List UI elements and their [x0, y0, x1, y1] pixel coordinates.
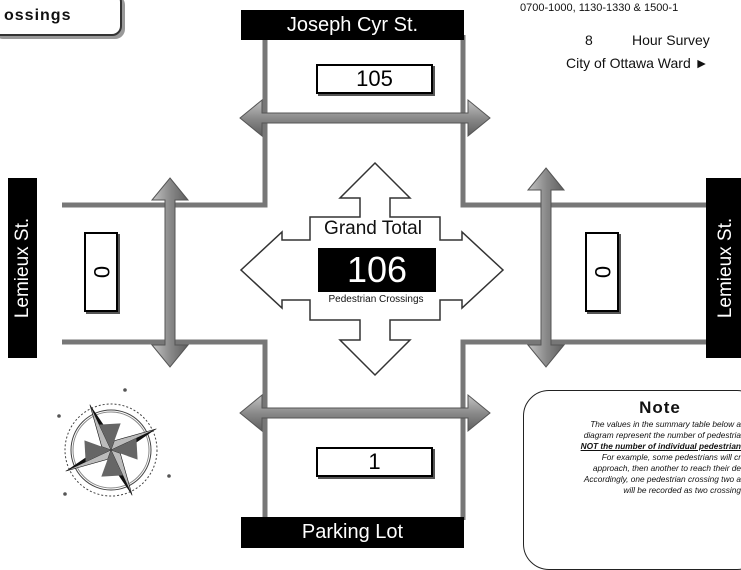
note-line: diagram represent the number of pedestri… — [530, 430, 741, 441]
ward-label: City of Ottawa Ward ► — [566, 55, 708, 71]
note-line: NOT the number of individual pedestrian — [530, 441, 741, 452]
note-line: will be recorded as two crossing — [530, 485, 741, 496]
street-label-west-text: Lemieux St. — [12, 218, 34, 318]
note-text: The values in the summary table below a … — [530, 419, 741, 496]
crossing-arrow-north — [240, 100, 490, 136]
legend-tab: ossings — [0, 0, 122, 36]
note-line: The values in the summary table below a — [530, 419, 741, 430]
survey-hours-label: Hour Survey — [632, 32, 710, 48]
road-edge-nw — [62, 35, 265, 205]
road-edge-sw — [62, 342, 265, 520]
note-line: approach, then another to reach their de — [530, 463, 741, 474]
compass-rose-icon — [45, 384, 178, 517]
crossing-count-south: 1 — [316, 447, 433, 477]
crossing-arrow-south — [240, 395, 490, 431]
grand-total-value: 106 — [318, 248, 436, 292]
crossing-count-west: 0 — [84, 232, 118, 312]
note-title: Note — [560, 398, 741, 418]
grand-total-title: Grand Total — [313, 218, 433, 240]
legend-tab-label: ossings — [4, 7, 71, 25]
street-label-east: Lemieux St. — [706, 178, 741, 358]
note-line: Accordingly, one pedestrian crossing two… — [530, 474, 741, 485]
crossing-count-west-value: 0 — [88, 266, 114, 278]
grand-total-subtitle: Pedestrian Crossings — [306, 294, 446, 305]
street-label-south: Parking Lot — [241, 517, 464, 548]
survey-hours-count: 8 — [585, 32, 593, 48]
note-line: For example, some pedestrians will cr — [530, 452, 741, 463]
street-label-north: Joseph Cyr St. — [241, 10, 464, 40]
survey-hours-range: 0700-1000, 1130-1330 & 1500-1 — [520, 2, 678, 14]
crossing-count-east-value: 0 — [589, 266, 615, 278]
crossing-count-east: 0 — [585, 232, 619, 312]
street-label-east-text: Lemieux St. — [715, 218, 737, 318]
crossing-arrow-east — [528, 168, 564, 367]
street-label-west: Lemieux St. — [8, 178, 37, 358]
crossing-count-north: 105 — [316, 64, 433, 94]
